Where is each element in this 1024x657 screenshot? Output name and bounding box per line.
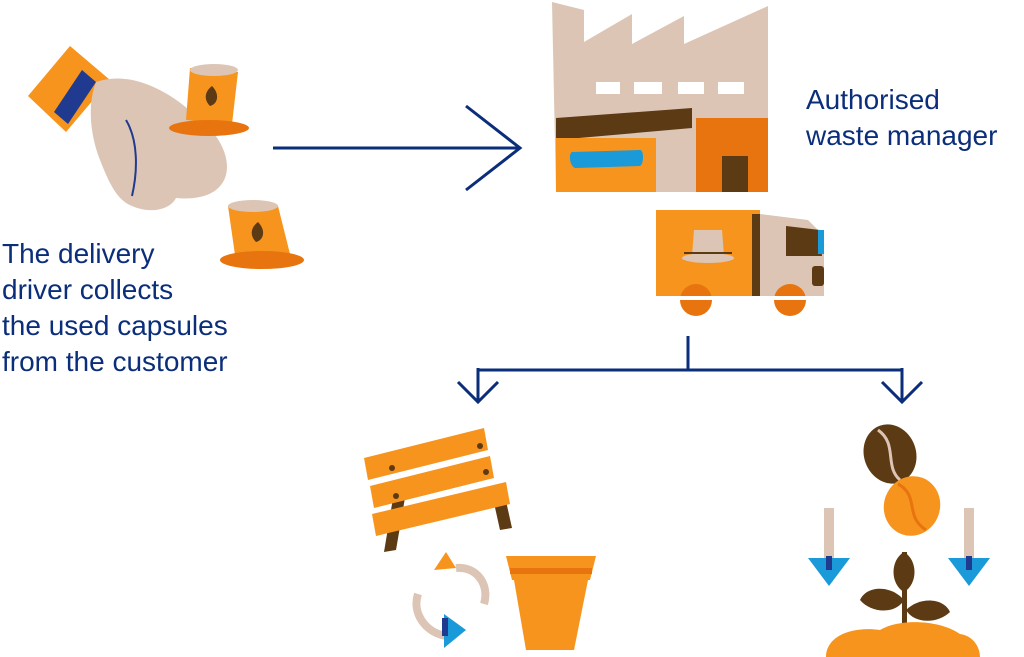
bench-icon bbox=[364, 428, 512, 552]
down-arrow-icon bbox=[808, 508, 990, 586]
recycle-icon bbox=[412, 552, 490, 648]
capsule-icon bbox=[220, 200, 304, 269]
factory-icon bbox=[552, 2, 768, 192]
flower-pot-icon bbox=[506, 556, 596, 650]
capsule-icon bbox=[169, 64, 249, 136]
coffee-bean-icon bbox=[863, 424, 941, 536]
driver-caption-line: the used capsules bbox=[2, 310, 228, 341]
arrow-right-icon bbox=[273, 104, 523, 192]
delivery-truck-icon bbox=[656, 210, 824, 316]
manager-caption: Authorised waste manager bbox=[806, 82, 997, 154]
driver-caption: The delivery driver collects the used ca… bbox=[2, 236, 228, 380]
branch-arrows-icon bbox=[456, 336, 924, 405]
driver-caption-line: from the customer bbox=[2, 346, 228, 377]
manager-caption-line: waste manager bbox=[806, 120, 998, 151]
driver-caption-line: The delivery bbox=[2, 238, 155, 269]
hand-with-capsules-icon bbox=[28, 46, 304, 269]
plant-sprout-icon bbox=[826, 552, 980, 657]
driver-caption-line: driver collects bbox=[2, 274, 174, 305]
manager-caption-line: Authorised bbox=[806, 84, 940, 115]
